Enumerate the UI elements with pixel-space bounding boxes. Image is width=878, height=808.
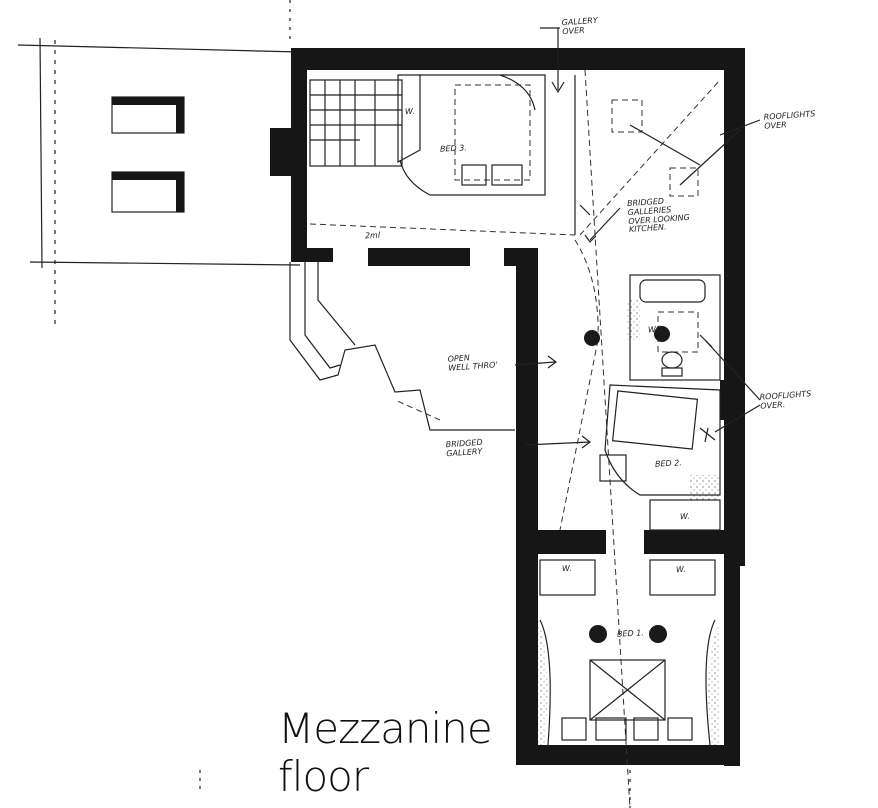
sketch-marks: [199, 0, 631, 808]
label-wardrobe-bed1a: W.: [561, 563, 572, 574]
annotation-rooflights-over-right: ROOFLIGHTS OVER.: [759, 389, 812, 411]
label-wardrobe-bed3: W.: [404, 106, 415, 117]
annotation-open-well: OPEN WELL THRO': [447, 353, 498, 373]
label-wardrobe-bed1b: W.: [675, 564, 686, 575]
label-wardrobe-bed2: W.: [679, 511, 690, 522]
annotation-bridged-gallery: BRIDGED GALLERY: [445, 437, 483, 459]
title-line-1: Mezzanine: [278, 704, 493, 753]
label-bed-1: BED 1.: [616, 628, 645, 639]
bedroom-1: [538, 559, 720, 746]
annotation-bridged-galleries: BRIDGED GALLERIES OVER LOOKING KITCHEN.: [626, 196, 691, 235]
adjacent-building: [17, 37, 301, 330]
bay-outline: [289, 262, 515, 431]
bathroom: [626, 274, 721, 381]
ceiling-lights: [584, 326, 670, 643]
bedroom-3: [397, 74, 546, 196]
corridor: [309, 69, 631, 808]
title-line-2: floor: [278, 752, 369, 801]
annotation-gallery-over: GALLERY OVER: [561, 15, 598, 37]
label-wc: WC: [647, 324, 662, 335]
label-bed-2: BED 2.: [654, 458, 683, 469]
annotation-arrows: [514, 27, 761, 449]
annotation-rooflights-over-top: ROOFLIGHTS OVER: [763, 109, 816, 131]
label-bed-3: BED 3.: [439, 143, 468, 154]
label-landing-mark: 2ml: [364, 230, 381, 241]
walls: [291, 48, 745, 766]
bedroom-2: [599, 384, 721, 531]
rooflight-area: [574, 75, 721, 236]
staircase: [309, 79, 403, 167]
